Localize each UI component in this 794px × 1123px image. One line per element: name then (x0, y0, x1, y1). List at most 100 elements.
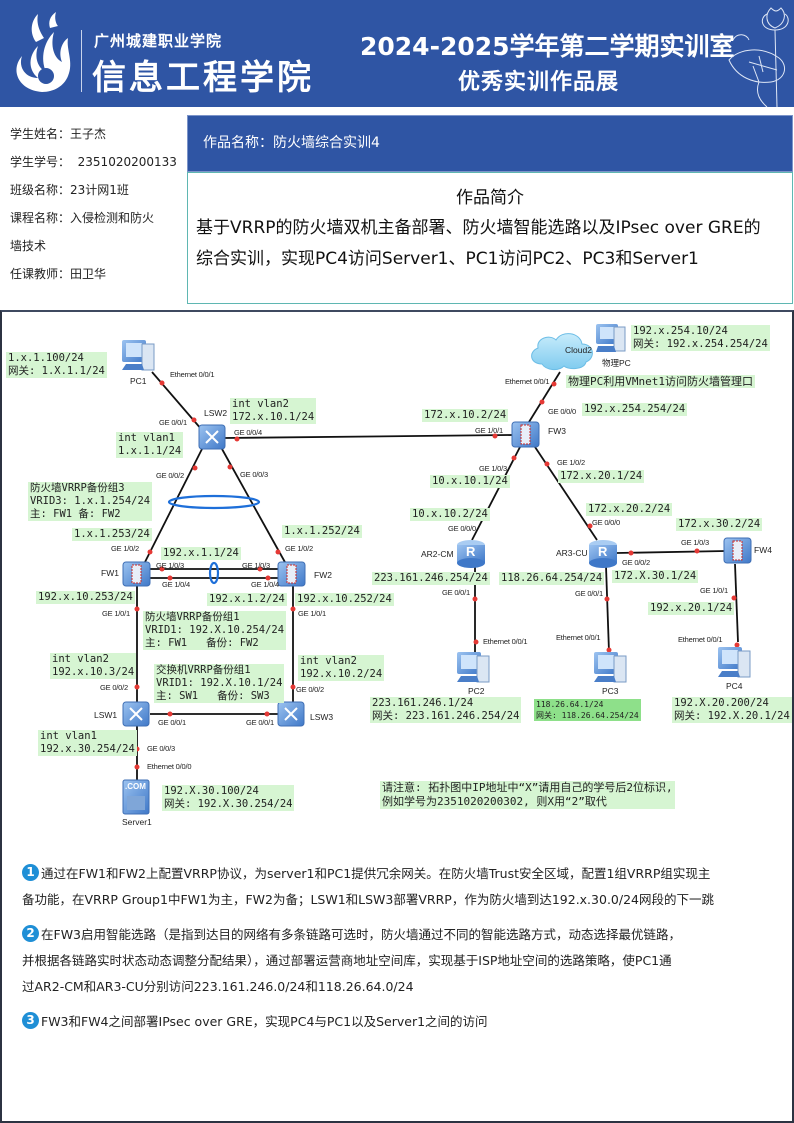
link-fw4-pc4 (734, 563, 739, 643)
lsw2-icon (198, 424, 226, 450)
label-fw4-g3-ip: 172.x.30.2/24 (676, 518, 763, 531)
task-number-badge: 2 (22, 925, 39, 942)
course-label: 课程名称： (10, 211, 71, 225)
task-number-badge: 3 (22, 1012, 39, 1029)
port-fw1-g2: GE 1/0/2 (111, 544, 140, 553)
task-2-line-1: 在FW3启用智能选路（是指到达目的网络有多条链路可选时，防火墙通过不同的智能选路… (41, 927, 682, 942)
device-pc1: PC1 (130, 376, 147, 386)
link-lsw2-fw1 (143, 448, 203, 565)
task-2-line-3: 过AR2-CM和AR3-CU分别访问223.161.246.0/24和118.2… (22, 979, 414, 994)
label-pc4-ip: 192.X.20.200/24 网关: 192.X.20.1/24 (672, 697, 792, 723)
intro-line-2: 综合实训，实现PC4访问Server1、PC1访问PC2、PC3和Server1 (196, 249, 699, 269)
device-fw2: FW2 (314, 570, 332, 580)
port-lsw2-g2: GE 0/0/2 (156, 471, 185, 480)
intro-line-1: 基于VRRP的防火墙双机主备部署、防火墙智能选路以及IPsec over GRE… (196, 218, 761, 238)
label-fw1-uplink-ip: 1.x.1.253/24 (72, 528, 152, 541)
course-value-line2: 墙技术 (10, 239, 47, 253)
pc4-icon (718, 647, 751, 678)
student-id-value: 2351020200133 (77, 155, 177, 169)
port-lsw2-g3: GE 0/0/3 (240, 470, 269, 479)
label-ar3-g0-ip: 172.x.20.2/24 (586, 503, 673, 516)
logo-divider (81, 30, 82, 92)
student-id-row: 学生学号： 2351020200133 (10, 148, 185, 176)
port-lsw2-g1: GE 0/0/1 (159, 418, 188, 427)
device-ar2: AR2-CM (421, 549, 454, 559)
class-value: 23计网1班 (70, 183, 129, 197)
device-fw3: FW3 (548, 426, 566, 436)
port-fw2-g1: GE 1/0/1 (298, 609, 327, 618)
device-pc4: PC4 (726, 681, 743, 691)
port-fw4-g3: GE 1/0/3 (681, 538, 710, 547)
lotus-decoration-icon (728, 7, 789, 107)
work-title-value: 防火墙综合实训4 (273, 135, 380, 151)
device-cloud2: Cloud2 (565, 345, 592, 355)
work-title-label: 作品名称： (203, 135, 273, 151)
label-ar3-g2-ip: 172.X.30.1/24 (612, 570, 699, 583)
ar2-router-icon (457, 540, 485, 568)
label-lsw1-vlan1: int vlan1 192.x.30.254/24 (38, 730, 137, 756)
device-fw1: FW1 (101, 568, 119, 578)
pc3-icon (594, 652, 627, 683)
task-2-line-2: 并根据各链路实时状态动态调整分配结果），通过部署运营商地址空间库，实现基于ISP… (22, 953, 672, 968)
student-info: 学生姓名：王子杰 学生学号： 2351020200133 班级名称：23计网1班… (10, 120, 185, 288)
teacher-label: 任课教师： (10, 267, 71, 281)
ar2-router-letter: R (466, 544, 476, 559)
ar3-router-icon (589, 540, 617, 568)
link-cloud-fw3 (528, 371, 561, 423)
label-pc1-ip: 1.x.1.100/24 网关: 1.X.1.1/24 (6, 352, 107, 378)
port-ar3-g1: GE 0/0/1 (575, 589, 604, 598)
device-lsw3: LSW3 (310, 712, 334, 722)
label-pc3-ip: 118.26.64.1/24 网关: 118.26.64.254/24 (534, 699, 641, 721)
label-vrrp-group3: 防火墙VRRP备份组3 VRID3: 1.x.1.254/24 主: FW1 备… (28, 482, 153, 521)
link-ar3-fw4 (616, 550, 727, 554)
course-row: 课程名称：入侵检测和防火 (10, 204, 185, 232)
device-phys-pc: 物理PC (602, 358, 631, 368)
server-badge: .COM (125, 782, 146, 791)
port-fw4-g1: GE 1/0/1 (700, 586, 729, 595)
label-fw1-hrp-ip: 192.x.1.1/24 (161, 547, 241, 560)
port-fw2-g4: GE 1/0/4 (251, 580, 280, 589)
course-row-cont: 墙技术 (10, 232, 185, 260)
student-name-label: 学生姓名： (10, 127, 71, 141)
intro-heading: 作品简介 (456, 188, 524, 208)
intro-body: 基于VRRP的防火墙双机主备部署、防火墙智能选路以及IPsec over GRE… (196, 213, 786, 275)
cloud2-icon (531, 333, 593, 371)
label-fw3-g1-ip: 172.x.10.2/24 (422, 409, 509, 422)
label-fw2-downlink-ip: 192.x.10.252/24 (295, 593, 394, 606)
server1-icon (122, 779, 150, 815)
port-ar2-g0: GE 0/0/0 (448, 524, 477, 533)
class-row: 班级名称：23计网1班 (10, 176, 185, 204)
label-ar3-g1-ip: 118.26.64.254/24 (499, 572, 605, 585)
device-lsw2: LSW2 (204, 408, 228, 418)
label-ar2-g1-ip: 223.161.246.254/24 (372, 572, 490, 585)
student-name-value: 王子杰 (70, 127, 107, 141)
eth-trunk-ring (208, 561, 220, 585)
phys-pc-icon (596, 324, 626, 352)
link-fw3-ar2 (471, 446, 521, 541)
ar3-router-letter: R (598, 544, 608, 559)
topology-links (122, 324, 752, 815)
exhibition-title: 优秀实训作品展 (458, 70, 620, 95)
teacher-row: 任课教师：田卫华 (10, 260, 185, 288)
fw2-icon (277, 561, 306, 587)
label-ar2-g0-ip: 10.x.10.2/24 (410, 508, 490, 521)
label-fw3-g3-ip: 10.x.10.1/24 (430, 475, 510, 488)
port-lsw1-g1: GE 0/0/1 (158, 718, 187, 727)
pc2-icon (457, 652, 490, 683)
label-lsw2-vlan2: int vlan2 172.x.10.1/24 (230, 398, 317, 424)
vrrp-ring-upper (167, 494, 261, 510)
link-ar3-pc3 (605, 565, 610, 653)
port-lsw1-g3: GE 0/0/3 (147, 744, 176, 753)
port-fw1-g3: GE 1/0/3 (156, 561, 185, 570)
port-cloud-eth: Ethernet 0/0/1 (505, 377, 550, 386)
label-vrrp-group1-fw: 防火墙VRRP备份组1 VRID1: 192.X.10.254/24 主: FW… (143, 611, 287, 650)
port-fw3-g1: GE 1/0/1 (475, 426, 504, 435)
label-fw1-downlink-ip: 192.x.10.253/24 (36, 591, 135, 604)
fw1-icon (122, 561, 151, 587)
label-fw3-g2-ip: 172.x.20.1/24 (558, 470, 645, 483)
task-1-line-1: 通过在FW1和FW2上配置VRRP协议，为server1和PC1提供冗余网关。在… (41, 866, 711, 881)
label-server1-ip: 192.X.30.100/24 网关: 192.X.30.254/24 (162, 785, 295, 811)
